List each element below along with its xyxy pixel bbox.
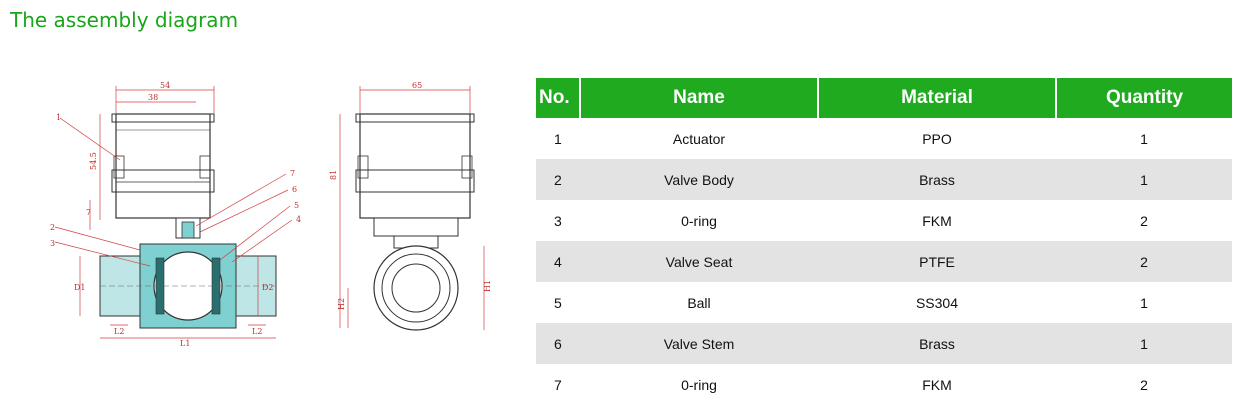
- callout-5: 5: [294, 201, 299, 210]
- col-header-no: No.: [536, 78, 581, 118]
- cell-quantity: 1: [1056, 323, 1232, 364]
- cell-no: 5: [554, 294, 562, 311]
- table-row: 2 Valve Body Brass 1: [536, 159, 1232, 200]
- dim-label-h1: H1: [483, 280, 492, 292]
- cell-quantity: 1: [1140, 130, 1148, 147]
- cell-name: Ball: [687, 294, 711, 311]
- dim-label-top-outer: 54: [160, 81, 170, 90]
- cell-no: 6: [536, 323, 580, 364]
- dim-label-d1: D1: [74, 283, 86, 292]
- dim-label-actuator-height: 54.5: [89, 152, 98, 170]
- cell-material: SS304: [915, 294, 959, 311]
- front-section-view: 54 38 54.5 7 D1 D2 L2 L2 L1 1 2 3 7 6 5 …: [50, 81, 301, 348]
- table-row: 4 Valve Seat PTFE 2: [536, 241, 1232, 282]
- callout-1: 1: [56, 113, 61, 122]
- dim-label-l1: L1: [180, 339, 190, 348]
- callout-4: 4: [296, 215, 301, 224]
- cell-quantity: 2: [1140, 376, 1148, 393]
- table-header-row: No. Name Material Quantity: [536, 78, 1232, 118]
- dim-label-top-inner: 38: [148, 93, 158, 102]
- table-row: 1 Actuator PPO 1: [536, 118, 1232, 159]
- callout-3: 3: [50, 239, 55, 248]
- col-header-name: Name: [580, 78, 819, 118]
- cell-material: PPO: [922, 130, 952, 147]
- cell-material: FKM: [922, 376, 952, 393]
- dim-label-h2: H2: [337, 298, 346, 310]
- cell-no: 2: [536, 159, 580, 200]
- cell-material: Brass: [818, 323, 1056, 364]
- cell-material: PTFE: [818, 241, 1056, 282]
- callout-6: 6: [292, 185, 297, 194]
- assembly-drawings: 54 38 54.5 7 D1 D2 L2 L2 L1 1 2 3 7 6 5 …: [50, 81, 492, 348]
- cell-name: 0-ring: [681, 212, 717, 229]
- cell-name: Valve Seat: [580, 241, 818, 282]
- callout-2: 2: [50, 223, 55, 232]
- table-row: 5 Ball SS304 1: [536, 282, 1232, 323]
- cell-name: Actuator: [672, 130, 726, 147]
- table-row: 3 0-ring FKM 2: [536, 200, 1232, 241]
- cell-name: Valve Body: [580, 159, 818, 200]
- cell-material: Brass: [818, 159, 1056, 200]
- dim-label-l2-right: L2: [252, 327, 262, 336]
- parts-table: No. Name Material Quantity 1 Actuator PP…: [536, 78, 1232, 405]
- col-header-material: Material: [818, 78, 1057, 118]
- cell-quantity: 2: [1056, 241, 1232, 282]
- cell-name: 0-ring: [681, 376, 717, 393]
- cell-quantity: 1: [1140, 294, 1148, 311]
- cell-no: 3: [554, 212, 562, 229]
- cell-no: 4: [536, 241, 580, 282]
- page-title: The assembly diagram: [10, 8, 239, 32]
- cell-quantity: 1: [1056, 159, 1232, 200]
- dim-label-small: 7: [86, 208, 91, 217]
- dim-label-width: 65: [412, 81, 422, 90]
- cell-material: FKM: [922, 212, 952, 229]
- cell-no: 7: [554, 376, 562, 393]
- callout-7: 7: [290, 169, 295, 178]
- cell-name: Valve Stem: [580, 323, 818, 364]
- cell-no: 1: [554, 130, 562, 147]
- cell-quantity: 2: [1140, 212, 1148, 229]
- dim-label-height: 81: [329, 170, 338, 180]
- dim-label-l2-left: L2: [114, 327, 124, 336]
- side-view: 65 81 H2 H1: [329, 81, 492, 331]
- table-row: 7 0-ring FKM 2: [536, 364, 1232, 405]
- table-row: 6 Valve Stem Brass 1: [536, 323, 1232, 364]
- dim-label-d2: D2: [262, 283, 274, 292]
- col-header-quantity: Quantity: [1056, 78, 1232, 118]
